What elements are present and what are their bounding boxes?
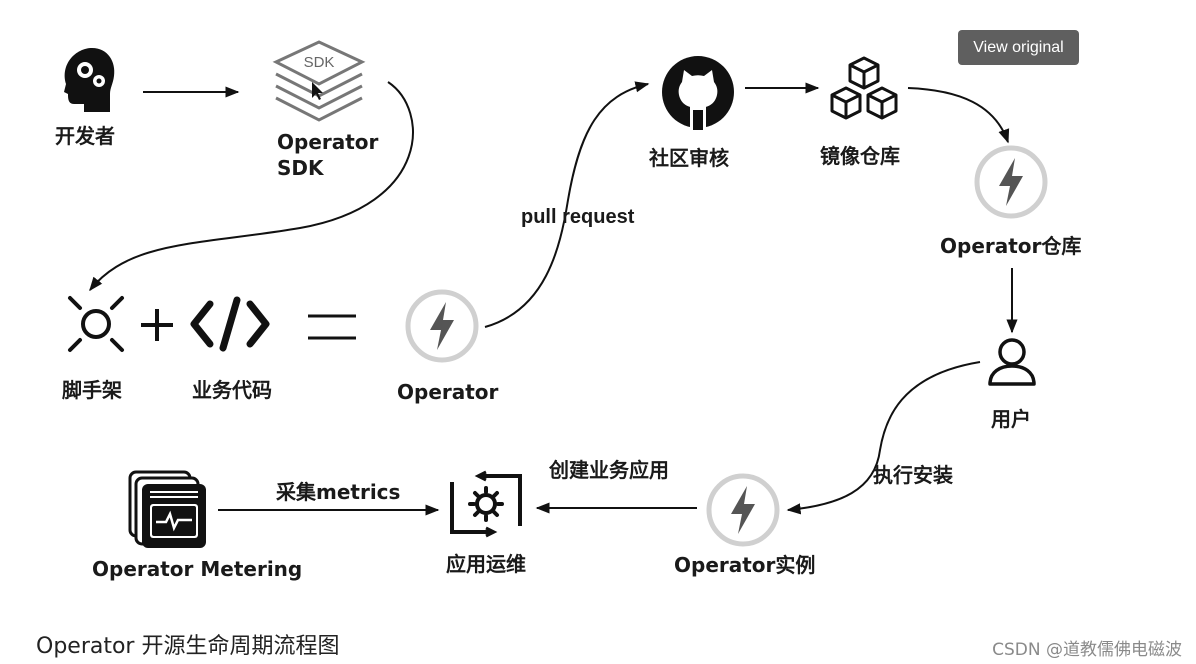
operator-bolt-icon bbox=[405, 289, 479, 363]
arrow-image-repo-to-operator-repo bbox=[907, 87, 1010, 144]
install-label: 执行安装 bbox=[873, 463, 953, 487]
developer-head-gears-icon bbox=[64, 48, 115, 112]
operator-instance-label: Operator实例 bbox=[674, 553, 816, 577]
operator-instance-bolt-icon bbox=[706, 473, 780, 547]
plus-icon bbox=[141, 309, 173, 341]
arrow-operator-to-github bbox=[484, 81, 650, 328]
create-app-label: 创建业务应用 bbox=[549, 458, 669, 482]
image-repo-label: 镜像仓库 bbox=[820, 144, 900, 168]
operator-label: Operator bbox=[397, 380, 499, 404]
code-brackets-icon bbox=[190, 296, 270, 352]
operator-repo-label: Operator仓库 bbox=[940, 234, 1082, 258]
equals-icon bbox=[308, 314, 356, 340]
user-label: 用户 bbox=[991, 407, 1031, 431]
view-original-button[interactable]: View original bbox=[958, 30, 1079, 65]
operator-sdk-label-line2: SDK bbox=[277, 156, 324, 180]
user-icon bbox=[988, 338, 1036, 386]
image-repo-cubes-icon bbox=[830, 56, 898, 120]
collect-metrics-label: 采集metrics bbox=[276, 480, 401, 504]
figure-caption: Operator 开源生命周期流程图 bbox=[36, 634, 340, 659]
sdk-stack-icon: SDK bbox=[272, 40, 366, 122]
business-code-label: 业务代码 bbox=[192, 378, 272, 402]
scaffold-label: 脚手架 bbox=[62, 378, 122, 402]
operator-repo-bolt-icon bbox=[974, 145, 1048, 219]
sdk-box-text: SDK bbox=[304, 54, 335, 71]
arrow-sdk-to-scaffold bbox=[89, 81, 414, 292]
arrow-user-to-instance bbox=[786, 361, 981, 515]
app-ops-cycle-icon bbox=[450, 470, 522, 538]
metering-dashboard-icon bbox=[128, 470, 206, 548]
csdn-watermark: CSDN @道教儒佛电磁波 bbox=[992, 640, 1182, 660]
pull-request-label: pull request bbox=[521, 206, 635, 228]
github-icon bbox=[662, 56, 734, 130]
scaffold-icon bbox=[68, 296, 124, 352]
community-review-label: 社区审核 bbox=[649, 146, 729, 170]
app-ops-label: 应用运维 bbox=[446, 552, 526, 576]
operator-sdk-label-line1: Operator bbox=[277, 130, 379, 154]
operator-metering-label: Operator Metering bbox=[92, 557, 303, 581]
developer-label: 开发者 bbox=[55, 124, 115, 148]
